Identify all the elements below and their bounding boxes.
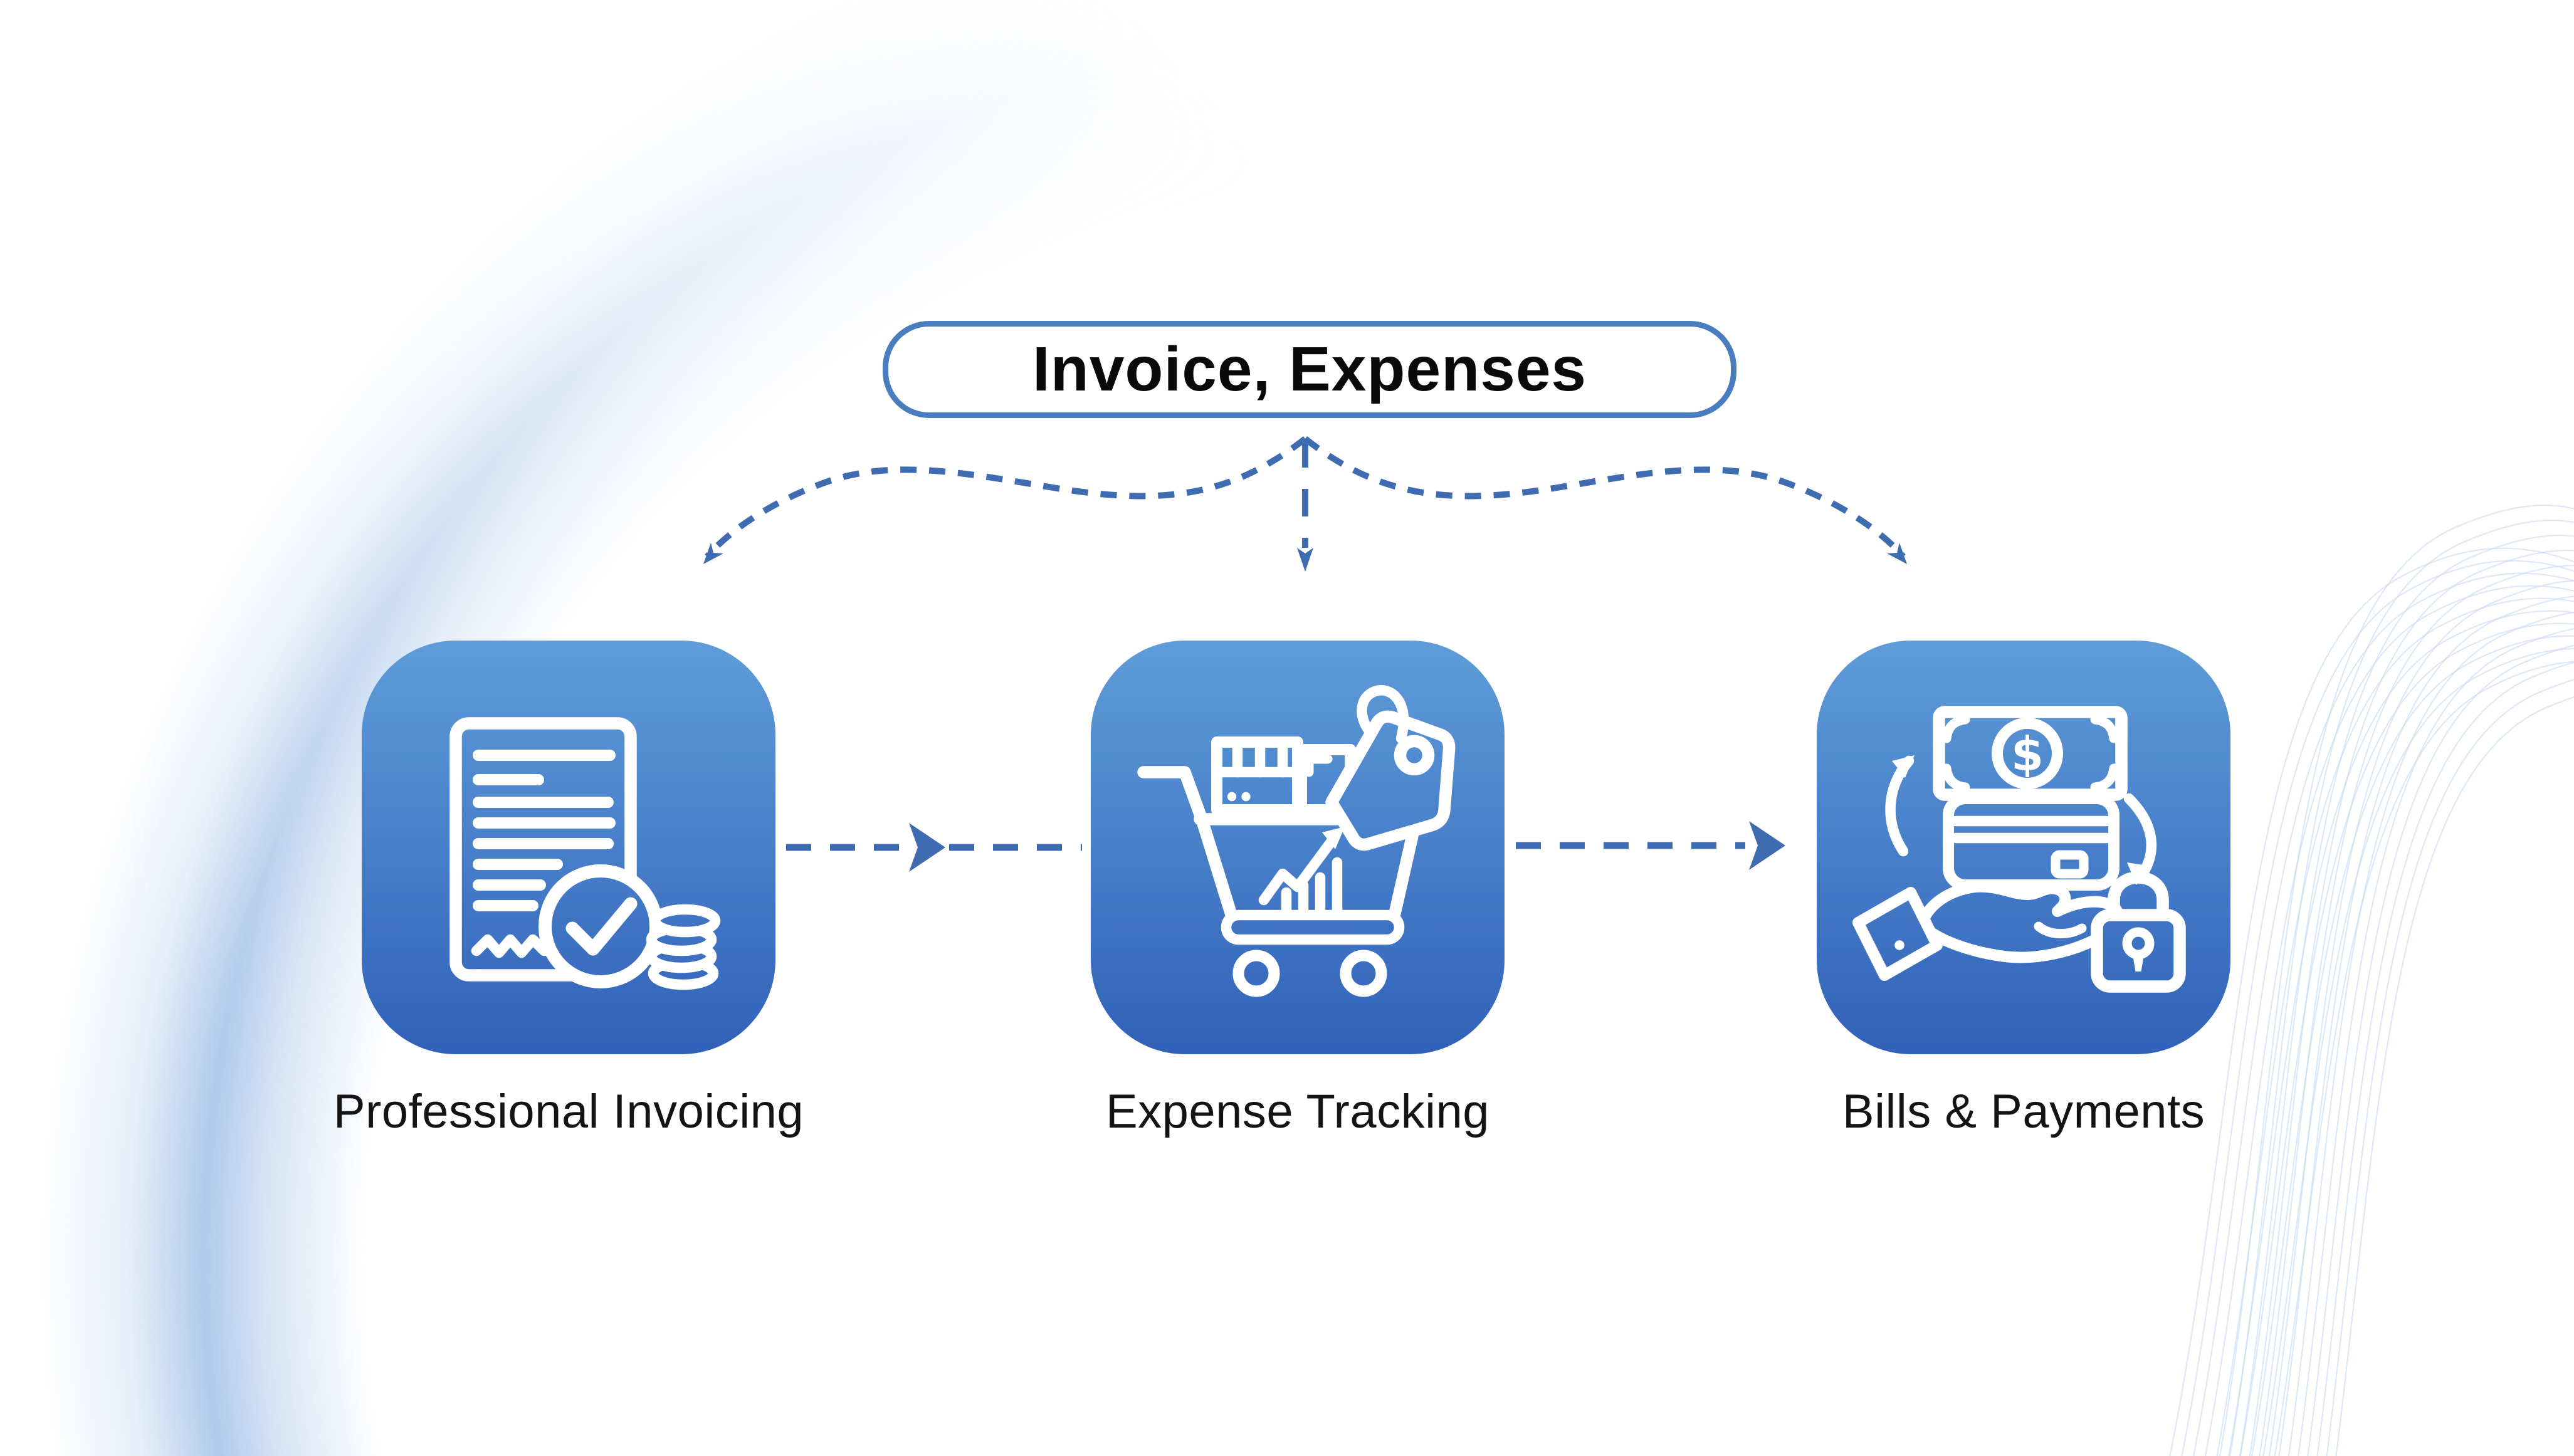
dollar-sign-glyph: $ [2011,726,2044,782]
title-pill: Invoice, Expenses [883,321,1736,418]
feature-card-bills-payments: $ [1817,641,2230,1054]
feature-label-professional-invoicing: Professional Invoicing [333,1085,804,1138]
branch-arrow-right [1303,436,1906,559]
hand-money-card-lock-icon: $ [1817,641,2230,1054]
feature-card-professional-invoicing [362,641,775,1054]
feature-label-expense-tracking: Expense Tracking [1105,1085,1490,1138]
branch-arrow-left [705,436,1308,559]
invoice-document-check-coins-icon [362,641,775,1054]
feature-card-expense-tracking [1091,641,1505,1054]
feature-label-bills-payments: Bills & Payments [1842,1085,2205,1138]
page-title: Invoice, Expenses [1032,334,1587,404]
shopping-cart-chart-price-tag-icon [1091,641,1505,1054]
